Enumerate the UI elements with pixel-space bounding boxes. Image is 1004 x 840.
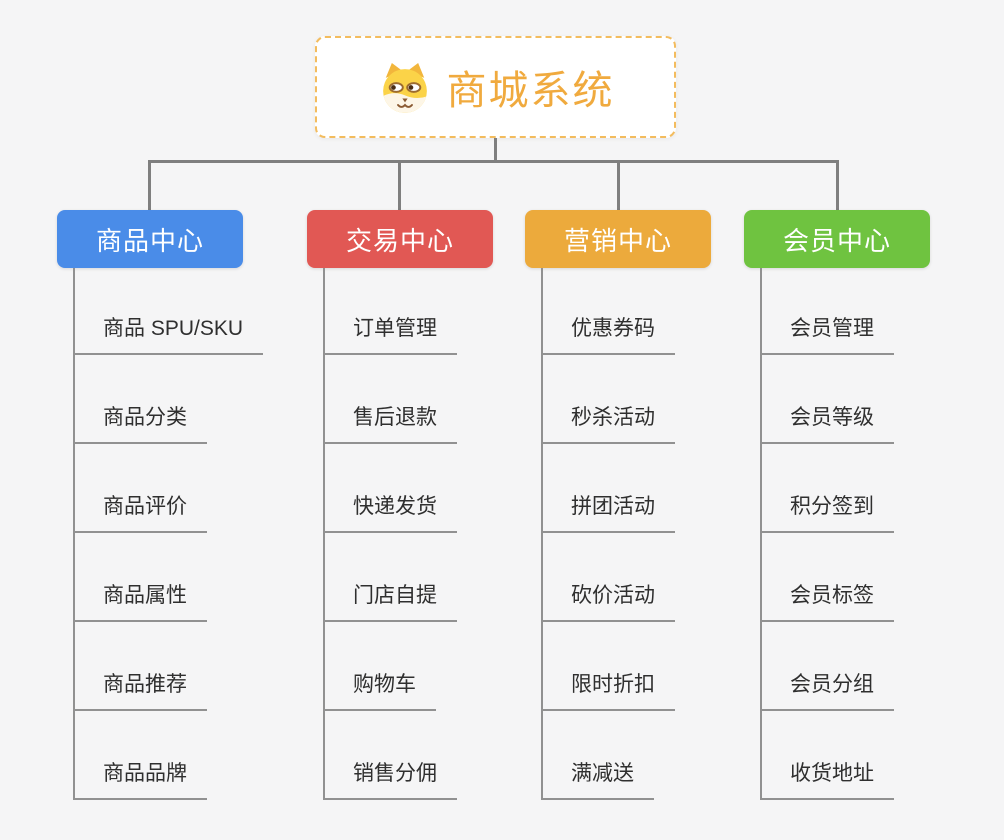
leaf-node[interactable]: 销售分佣 xyxy=(323,759,457,800)
leaf-node[interactable]: 优惠券码 xyxy=(541,314,675,355)
connector-root-stub xyxy=(494,138,497,162)
connector-drop xyxy=(398,161,401,210)
branch-node-orders[interactable]: 交易中心 xyxy=(307,210,493,268)
leaf-node[interactable]: 砍价活动 xyxy=(541,581,675,622)
leaf-node[interactable]: 门店自提 xyxy=(323,581,457,622)
root-node[interactable]: 商城系统 xyxy=(315,36,676,138)
leaf-node[interactable]: 会员分组 xyxy=(760,670,894,711)
leaf-node[interactable]: 会员等级 xyxy=(760,403,894,444)
branch-label: 会员中心 xyxy=(782,225,891,256)
leaf-node[interactable]: 商品评价 xyxy=(73,492,207,533)
branch-spine xyxy=(760,268,762,800)
leaf-node[interactable]: 限时折扣 xyxy=(541,670,675,711)
leaf-node[interactable]: 会员管理 xyxy=(760,314,894,355)
connector-bus xyxy=(148,160,839,163)
branch-spine xyxy=(73,268,75,800)
leaf-node[interactable]: 商品 SPU/SKU xyxy=(73,314,264,355)
leaf-node[interactable]: 购物车 xyxy=(323,670,436,711)
connector-drop xyxy=(148,161,151,210)
leaf-node[interactable]: 商品属性 xyxy=(73,581,207,622)
leaf-node[interactable]: 售后退款 xyxy=(323,403,457,444)
branch-node-products[interactable]: 商品中心 xyxy=(57,210,243,268)
leaf-node[interactable]: 满减送 xyxy=(541,759,654,800)
branch-node-marketing[interactable]: 营销中心 xyxy=(525,210,711,268)
leaf-node[interactable]: 会员标签 xyxy=(760,581,894,622)
branch-node-members[interactable]: 会员中心 xyxy=(744,210,930,268)
branch-spine xyxy=(323,268,325,800)
branch-label: 交易中心 xyxy=(345,225,454,256)
dog-face-icon xyxy=(382,62,427,113)
leaf-node[interactable]: 订单管理 xyxy=(323,314,457,355)
connector-drop xyxy=(836,161,839,210)
leaf-node[interactable]: 收货地址 xyxy=(760,759,894,800)
leaf-node[interactable]: 快递发货 xyxy=(323,492,457,533)
connector-drop xyxy=(617,161,620,210)
leaf-node[interactable]: 拼团活动 xyxy=(541,492,675,533)
branch-label: 营销中心 xyxy=(563,225,672,256)
leaf-node[interactable]: 商品分类 xyxy=(73,403,207,444)
root-title: 商城系统 xyxy=(446,69,615,113)
leaf-node[interactable]: 商品品牌 xyxy=(73,759,207,800)
branch-spine xyxy=(541,268,543,800)
leaf-node[interactable]: 商品推荐 xyxy=(73,670,207,711)
leaf-node[interactable]: 秒杀活动 xyxy=(541,403,675,444)
branch-label: 商品中心 xyxy=(95,225,204,256)
leaf-node[interactable]: 积分签到 xyxy=(760,492,894,533)
